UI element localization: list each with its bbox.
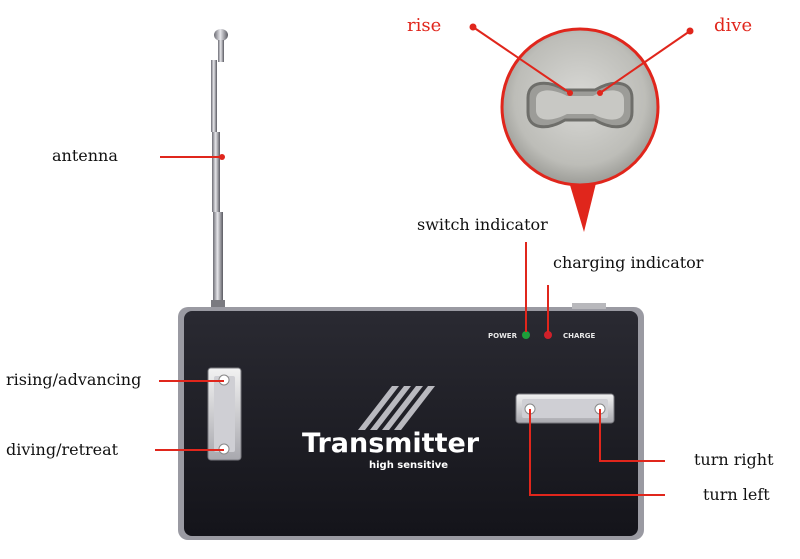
brand-tagline: high sensitive: [369, 460, 449, 471]
turn-rocker[interactable]: [515, 393, 615, 424]
leader-turn-left: [529, 409, 665, 496]
brand-name: Transmitter: [302, 428, 480, 459]
antenna-label: antenna: [52, 146, 118, 165]
diving-retreat-label: diving/retreat: [6, 440, 119, 459]
leader-dots: [219, 23, 694, 160]
leader-turn-right: [599, 409, 665, 462]
power-text: POWER: [488, 332, 517, 340]
dive-label: dive: [714, 15, 753, 36]
leader-lines: [155, 26, 691, 496]
power-led: [522, 331, 530, 339]
switch-indicator-label: switch indicator: [417, 215, 548, 234]
turn-left-label: turn left: [703, 485, 770, 504]
turn-right-label: turn right: [694, 450, 774, 469]
antenna-rod: [211, 29, 228, 316]
rise-label: rise: [407, 15, 442, 36]
leader-dive: [599, 30, 691, 94]
zoom-callout: [500, 27, 660, 232]
transmitter-body: [178, 303, 644, 540]
leader-rise: [472, 26, 571, 94]
charging-indicator-label: charging indicator: [553, 253, 704, 272]
charge-led: [544, 331, 552, 339]
charge-text: CHARGE: [563, 332, 596, 340]
rising-advancing-label: rising/advancing: [6, 370, 142, 389]
